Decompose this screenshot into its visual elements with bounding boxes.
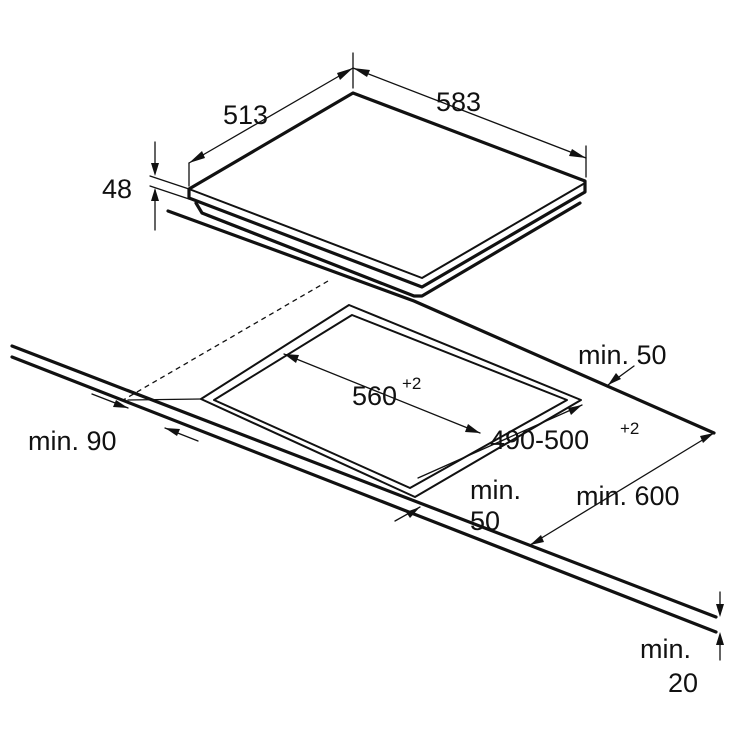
worktop-hidden-edge bbox=[117, 280, 329, 404]
label-worktop-depth: min. 600 bbox=[576, 481, 680, 511]
hob-top-surface bbox=[187, 91, 587, 289]
dimension-labels: 513 583 48 min. 50 560 +2 min. 90 490-50… bbox=[28, 87, 698, 698]
label-thickness-line2: 20 bbox=[668, 668, 698, 698]
label-back-clearance: min. 50 bbox=[578, 340, 667, 370]
hob-top-edge bbox=[188, 182, 586, 279]
label-side-clearance: min. 90 bbox=[28, 426, 117, 456]
cutout-inner bbox=[213, 314, 568, 489]
label-cutout-depth-tolerance: +2 bbox=[620, 419, 639, 438]
worktop-back-edge bbox=[166, 209, 716, 435]
dim-line-490-500 bbox=[417, 404, 583, 479]
label-thickness-line1: min. bbox=[640, 634, 691, 664]
hob bbox=[187, 91, 587, 298]
dim-line-600 bbox=[529, 432, 715, 546]
label-hob-width: 513 bbox=[223, 100, 268, 130]
worktop-front-top-edge bbox=[10, 344, 718, 619]
label-hob-depth: 583 bbox=[436, 87, 481, 117]
worktop bbox=[10, 209, 718, 634]
label-cutout-width-tolerance: +2 bbox=[402, 374, 421, 393]
label-front-clearance-line1: min. bbox=[470, 475, 521, 505]
dim-line-560 bbox=[283, 353, 481, 434]
label-cutout-width: 560 bbox=[352, 381, 397, 411]
cutout bbox=[200, 304, 582, 498]
hob-body bbox=[194, 201, 582, 298]
label-hob-height: 48 bbox=[102, 174, 132, 204]
dim-line-583 bbox=[352, 67, 587, 159]
dimension-lines bbox=[91, 52, 724, 661]
hob-body-lower bbox=[201, 212, 415, 297]
worktop-front-bottom-edge bbox=[10, 355, 718, 634]
cutout-outer bbox=[200, 304, 582, 498]
label-front-clearance-line2: 50 bbox=[470, 506, 500, 536]
label-cutout-depth: 490-500 bbox=[490, 425, 589, 455]
dim-line-513 bbox=[188, 67, 354, 164]
